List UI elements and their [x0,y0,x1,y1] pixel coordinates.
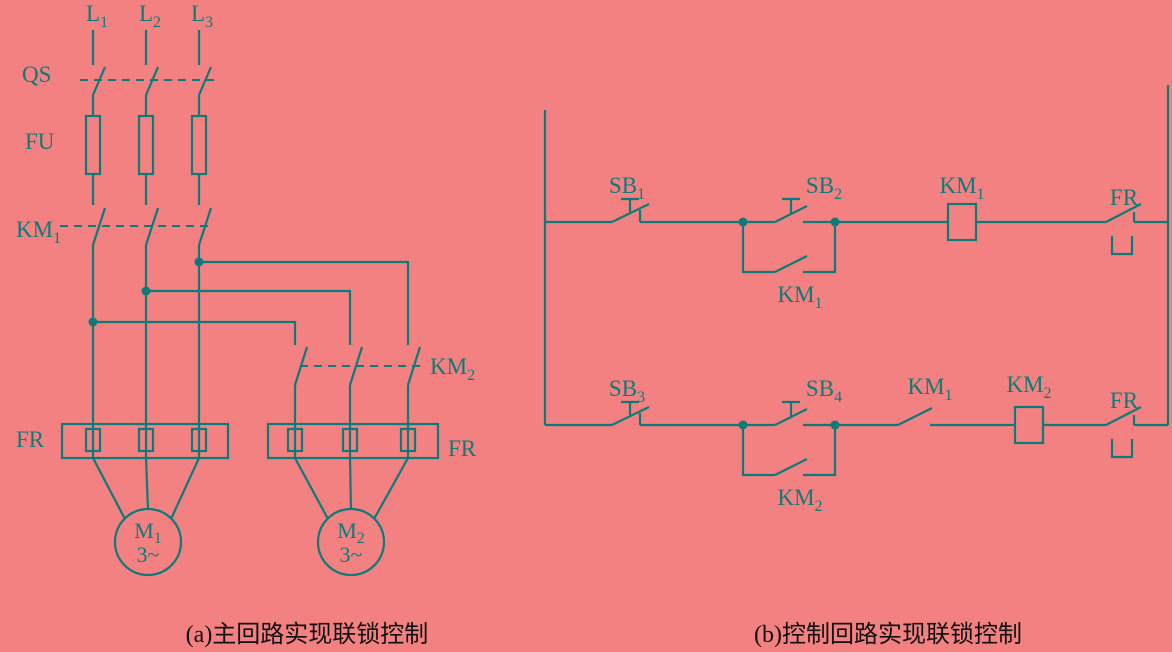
label-km2: KM2 [430,354,475,384]
km1-holding-contact-branch [741,222,837,274]
sb4-no-pushbutton [774,400,808,426]
km1-coil [946,202,978,242]
thermal-element [341,427,359,453]
label-km2-holding-contact: KM2 [777,485,822,515]
label-fu: FU [25,129,55,154]
label-motor-m1: M1 [134,518,162,547]
motor2-leads [294,457,409,520]
thermal-relay-fr-left-box [60,422,230,460]
junction-dot [141,286,151,296]
km1-interlock-contact [897,407,933,426]
km2-branch-wires [293,385,410,458]
junction-dot [88,317,98,327]
label-km1: KM1 [16,217,61,247]
label-phase-l3: L3 [191,1,213,31]
motor-m2-circle [316,507,386,577]
label-km2-coil: KM2 [1006,372,1051,402]
fuse-fu-2 [137,114,155,176]
motor1-leads [92,457,200,520]
junction-dot [830,217,840,227]
label-fr-rung1: FR [1110,185,1139,210]
thermal-element [190,427,208,453]
fuse-fu-3 [190,114,208,176]
fr-nc-contact-rung1 [1105,203,1142,256]
control-circuit-diagram: SB1 SB2 KM1 FR KM1 SB3 SB4 KM1 KM2 FR KM… [543,85,1170,648]
label-qs: QS [22,62,51,87]
fr-nc-contact-rung2 [1105,406,1142,459]
main-circuit-diagram: L1 L2 L3 QS FU KM1 KM2 FR FR M1 3~ M2 3~… [16,1,477,648]
fuse-fu-1 [84,114,102,176]
thermal-element [399,427,417,453]
label-fr-left: FR [16,427,45,452]
thermal-element [137,427,155,453]
label-sb1: SB1 [609,173,645,203]
junction-dot [738,217,748,227]
label-fr-rung2: FR [1110,388,1139,413]
label-phase-l2: L2 [139,1,161,31]
label-km1-coil: KM1 [939,173,984,203]
branch-connection-wires [93,260,410,345]
phase-wires [91,30,201,458]
caption-control-circuit: (b)控制回路实现联锁控制 [754,621,1022,648]
label-sb4: SB4 [806,376,842,406]
km2-coil [1013,405,1045,445]
label-fr-right: FR [448,436,477,461]
caption-main-circuit: (a)主回路实现联锁控制 [186,621,429,648]
motor-m1-circle [113,507,183,577]
label-motor-m2: M2 [337,518,365,547]
label-sb2: SB2 [806,173,842,203]
sb1-nc-pushbutton [611,197,650,223]
label-km1-interlock-contact: KM1 [907,374,952,404]
thermal-element [84,427,102,453]
label-motor-m1-phase: 3~ [137,542,160,567]
label-motor-m2-phase: 3~ [340,542,363,567]
junction-dot [738,420,748,430]
label-sb3: SB3 [609,376,645,406]
label-km1-holding-contact: KM1 [777,282,822,312]
thermal-element [286,427,304,453]
sb3-nc-pushbutton [611,400,650,426]
junction-dot [830,420,840,430]
km2-holding-contact-branch [741,425,837,477]
thermal-relay-fr-right-box [266,422,440,460]
junction-dot [194,257,204,267]
sb2-no-pushbutton [774,197,808,223]
label-phase-l1: L1 [86,1,108,31]
